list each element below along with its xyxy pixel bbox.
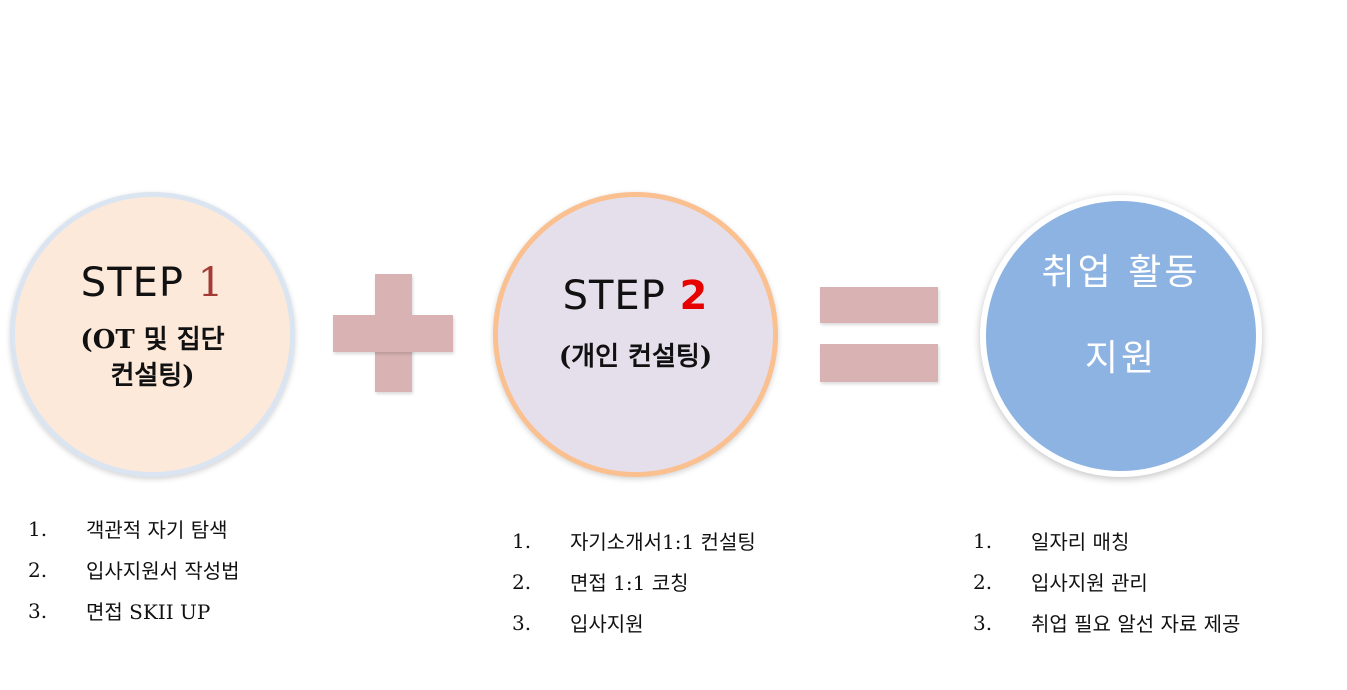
result-list: 1.일자리 매칭 2.입사지원 관리 3.취업 필요 알선 자료 제공 xyxy=(973,520,1240,643)
step1-title: STEP 1 xyxy=(81,263,224,303)
equals-sign-bottom-bar xyxy=(820,344,938,382)
list-item: 1.객관적 자기 탐색 xyxy=(28,516,228,543)
step1-list: 1.객관적 자기 탐색 2.입사지원서 작성법 3.면접 SKII UP xyxy=(28,508,240,631)
step2-label: STEP xyxy=(562,272,666,319)
step2-list: 1.자기소개서1:1 컨설팅 2.면접 1:1 코칭 3.입사지원 xyxy=(512,520,756,643)
step2-number: 2 xyxy=(679,272,709,319)
list-item: 2.면접 1:1 코칭 xyxy=(512,569,689,596)
list-item: 3.취업 필요 알선 자료 제공 xyxy=(973,610,1241,637)
step1-number: 1 xyxy=(197,260,225,307)
step1-circle: STEP 1 (OT 및 집단 컨설팅) xyxy=(10,192,295,477)
step2-circle: STEP 2 (개인 컨설팅) xyxy=(493,192,778,477)
list-item: 3.면접 SKII UP xyxy=(28,598,211,625)
list-item: 2.입사지원서 작성법 xyxy=(28,557,240,584)
list-item: 2.입사지원 관리 xyxy=(973,569,1148,596)
list-item: 3.입사지원 xyxy=(512,610,644,637)
step2-subtitle: (개인 컨설팅) xyxy=(558,341,713,372)
step1-subtitle-line1: (OT 및 집단 xyxy=(80,325,225,356)
step1-label: STEP xyxy=(80,260,185,307)
plus-sign-horizontal xyxy=(333,315,453,352)
equals-sign-top-bar xyxy=(820,287,938,323)
step2-title: STEP 2 xyxy=(563,276,709,316)
list-item: 1.자기소개서1:1 컨설팅 xyxy=(512,528,756,555)
list-item: 1.일자리 매칭 xyxy=(973,528,1130,555)
result-line1: 취업 활동 xyxy=(1041,252,1201,293)
step1-subtitle-line2: 컨설팅) xyxy=(110,360,195,391)
result-circle: 취업 활동 지원 xyxy=(980,195,1262,477)
result-line2: 지원 xyxy=(1084,338,1158,379)
